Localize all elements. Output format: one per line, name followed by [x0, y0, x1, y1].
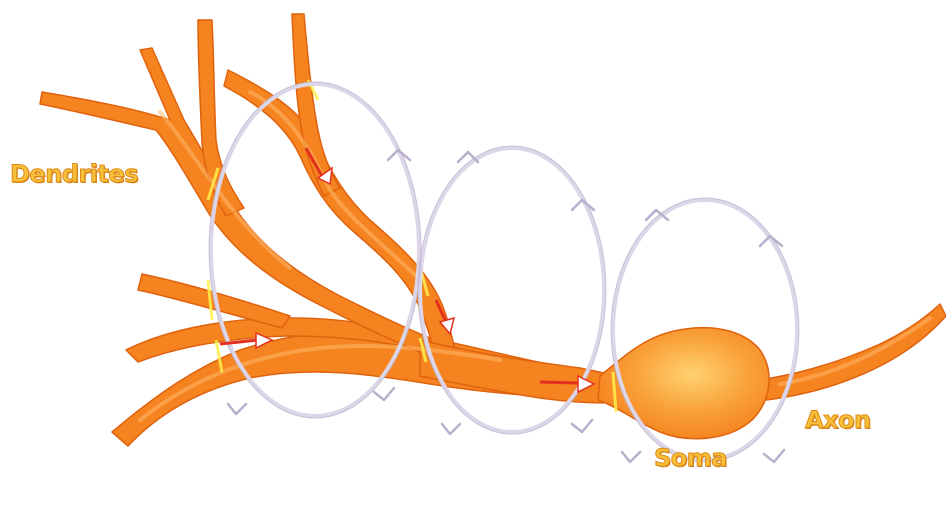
chevron-arrow-icon: [572, 420, 592, 432]
chevron-arrow-icon: [442, 424, 460, 434]
chevron-arrow-icon: [228, 404, 246, 414]
axon: [740, 304, 946, 402]
chevron-arrow-icon: [458, 152, 478, 162]
soma: [598, 328, 769, 439]
label-dendrites: Dendrites: [10, 160, 138, 188]
chevron-arrow-icon: [622, 452, 640, 462]
chevron-arrow-icon: [572, 200, 594, 210]
neuron: [40, 14, 946, 446]
label-soma: Soma: [654, 444, 727, 472]
dendrite-vertical-right: [292, 14, 340, 196]
chevron-arrow-icon: [374, 388, 394, 400]
chevron-arrow-icon: [764, 450, 784, 462]
label-axon: Axon: [805, 406, 871, 434]
